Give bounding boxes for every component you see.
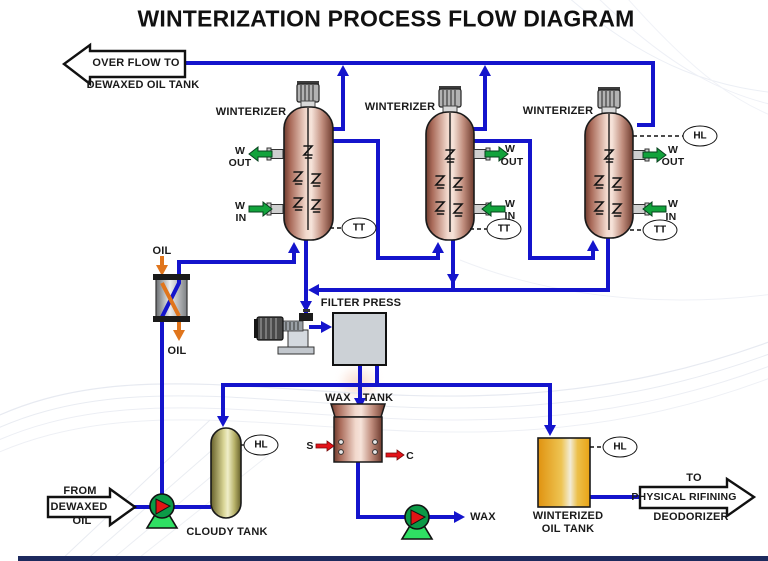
feed-arrow-label-line3: OIL	[72, 515, 92, 527]
winterizer2-label: WINTERIZER	[364, 101, 436, 113]
w1-out-w-label: W	[234, 145, 246, 157]
w1-out-label: OUT	[228, 157, 252, 169]
page-title: WINTERIZATION PROCESS FLOW DIAGRAM	[137, 5, 635, 32]
winterizer1-label: WINTERIZER	[215, 106, 287, 118]
pipe-distribution-manifold	[221, 383, 552, 426]
winterized-tank-label-line1: WINTERIZED	[532, 510, 604, 522]
winterized-oil-tank-vessel	[537, 437, 591, 508]
oil-inlet-arrow	[156, 265, 168, 276]
outlet-arrow-label-line2: PHYSICAL RIFINING	[631, 491, 737, 503]
tt-indicator-winterizer2: TT	[486, 218, 522, 240]
outlet-arrow-label-line1: TO	[686, 472, 702, 484]
pipe-feed-to-winterizer1	[160, 252, 296, 495]
oil-inlet-label: OIL	[152, 245, 172, 257]
hl-indicator-cloudy-tank: HL	[243, 434, 279, 456]
pipe-winterizer1-to-winterizer2	[326, 139, 440, 260]
pipe-winterizer2-to-winterizer3	[468, 139, 595, 260]
feed-pump	[145, 493, 179, 529]
winterizer-vessel-1	[266, 81, 334, 241]
pipe-arrowheads	[217, 65, 599, 523]
footer-bar	[18, 556, 768, 561]
w1-out-nozzle	[270, 149, 284, 159]
oil-outlet-label: OIL	[167, 345, 187, 357]
w1-in-w-label: W	[234, 200, 246, 212]
overflow-arrow-label-line1: OVER FLOW TO	[92, 57, 180, 69]
suction-valve	[299, 313, 313, 321]
w3-in-w-label: W	[667, 198, 679, 210]
tt-indicator-winterizer1: TT	[341, 217, 377, 239]
s-inlet-arrow	[315, 440, 335, 452]
filter-press-box	[332, 312, 387, 366]
winterizer-vessel-3	[584, 87, 650, 239]
heat-exchanger-flanges	[153, 274, 190, 322]
pipe-wax-outlet	[356, 462, 456, 519]
winterized-tank-label-line2: OIL TANK	[541, 523, 595, 535]
cloudy-tank-vessel	[210, 427, 242, 519]
pipe-overflow-header	[183, 61, 655, 127]
c-outlet-arrow	[385, 449, 405, 461]
process-pipes	[134, 61, 655, 523]
w3-out-label: OUT	[661, 156, 685, 168]
w3-in-label: IN	[665, 211, 677, 223]
c-outlet-label: C	[406, 450, 414, 462]
winterizer3-label: WINTERIZER	[522, 105, 594, 117]
w1-in-arrow	[248, 200, 273, 218]
w2-out-w-label: W	[504, 143, 516, 155]
w1-in-label: IN	[235, 212, 247, 224]
w1-out-arrow	[248, 145, 273, 163]
oil-outlet-arrow	[173, 330, 185, 341]
w2-out-nozzle	[473, 149, 487, 159]
filter-press-pump	[254, 309, 315, 355]
feed-arrow-label-line2: DEWAXED	[50, 501, 108, 513]
pipe-outlet-manifold	[317, 238, 610, 292]
oil-cross-line	[160, 282, 181, 317]
pipe-filter-press-bottoms	[358, 364, 379, 385]
cloudy-tank-label: CLOUDY TANK	[186, 526, 268, 538]
block-arrow-outlet	[638, 476, 757, 519]
water-arrows	[248, 145, 667, 218]
wax-tank	[329, 403, 387, 463]
w2-out-label: OUT	[500, 156, 524, 168]
outlet-arrow-label-line3: DEODORIZER	[653, 511, 729, 523]
w3-out-w-label: W	[667, 144, 679, 156]
w2-in-label: IN	[504, 210, 516, 222]
instrument-connectors	[241, 135, 683, 448]
oil-stream	[156, 256, 185, 341]
w2-in-arrow	[481, 200, 506, 218]
wax-tank-label-word2: TANK	[362, 392, 394, 404]
w3-in-arrow	[642, 200, 667, 218]
block-arrow-overflow	[61, 42, 187, 87]
tt-indicator-winterizer3: TT	[642, 219, 678, 241]
wax-tank-label-word1: WAX	[325, 392, 351, 404]
w3-out-arrow	[642, 146, 667, 164]
steam-condensate-arrows	[315, 440, 405, 461]
block-arrow-feed	[46, 486, 138, 528]
overflow-arrow-label-line2: DEWAXED OIL TANK	[86, 79, 200, 91]
winterizer-vessel-2	[425, 86, 491, 241]
filter-press-label: FILTER PRESS	[320, 297, 402, 309]
wax-outlet-label: WAX	[470, 511, 496, 523]
wax-pump	[400, 504, 434, 540]
s-inlet-label: S	[306, 440, 314, 452]
hl-indicator-winterized-tank: HL	[602, 436, 638, 458]
w2-out-arrow	[484, 145, 509, 163]
w2-in-w-label: W	[504, 198, 516, 210]
hl-indicator-winterizer3: HL	[682, 125, 718, 147]
feed-arrow-label-line1: FROM	[63, 485, 97, 497]
